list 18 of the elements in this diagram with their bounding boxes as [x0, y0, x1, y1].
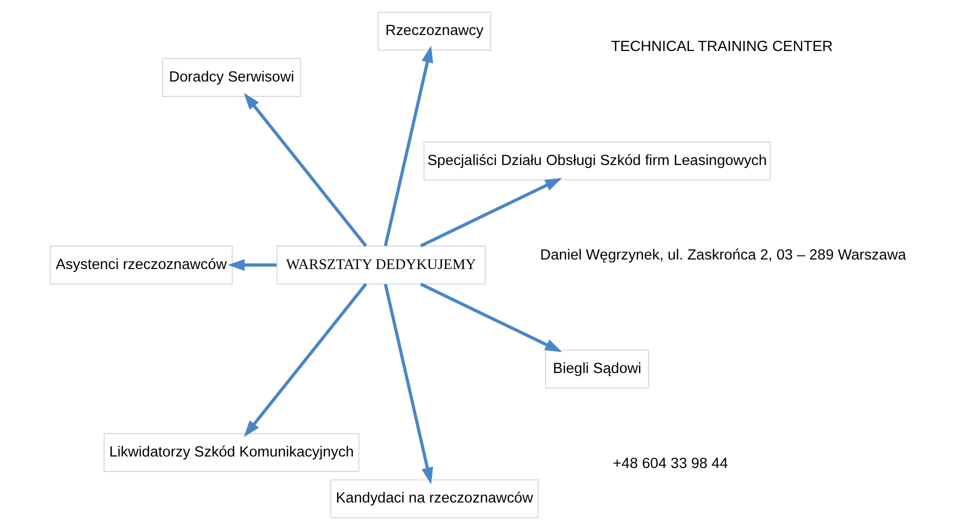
arrow	[384, 46, 434, 246]
arrow	[420, 282, 562, 352]
node-box: Asystenci rzeczoznawców	[50, 246, 233, 284]
node-box: Doradcy Serwisowi	[162, 58, 301, 97]
node-box: Biegli Sądowi	[545, 350, 650, 389]
arrow	[384, 284, 434, 484]
node-box: Kandydaci na rzeczoznawców	[330, 479, 539, 518]
arrow	[420, 178, 562, 248]
arrow	[228, 259, 277, 271]
label: +48 604 33 98 44	[612, 456, 728, 472]
node-box: Specjaliści Działu Obsługi Szkód firm Leasingowych	[423, 141, 771, 180]
node-box: WARSZTATY DEDYKUJEMY	[276, 246, 486, 284]
label: TECHNICAL TRAINING CENTER	[611, 39, 833, 56]
node-box: Rzeczoznawcy	[378, 12, 492, 51]
label: Daniel Węgrzynek, ul. Zaskrońca 2, 03 – 289 Warszawa	[540, 247, 906, 264]
arrow	[244, 92, 368, 247]
arrow	[244, 283, 368, 438]
node-box: Likwidatorzy Szkód Komunikacyjnych	[104, 433, 360, 472]
